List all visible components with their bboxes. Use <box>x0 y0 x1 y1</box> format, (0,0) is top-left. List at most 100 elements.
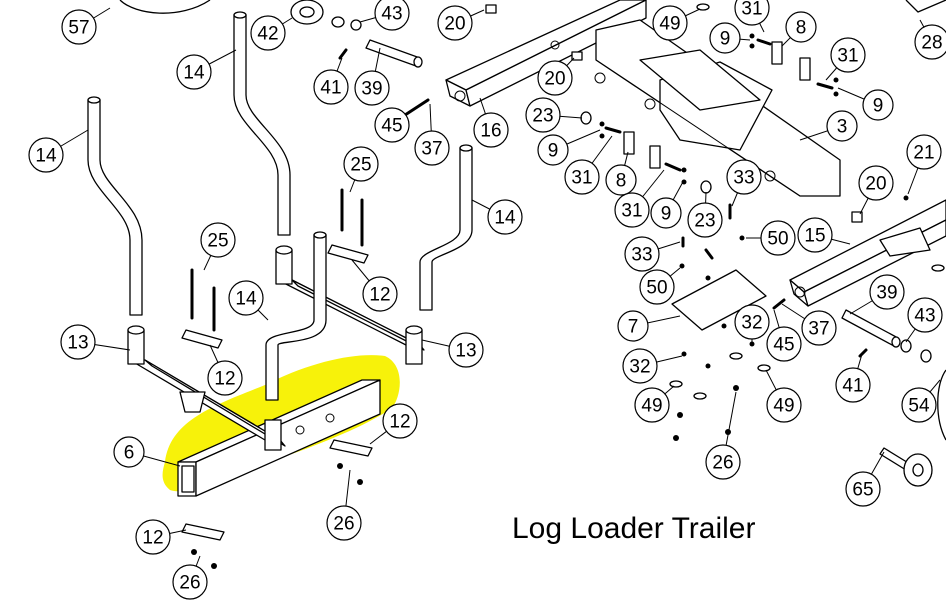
callout-label: 9 <box>720 29 731 50</box>
callout-circle <box>797 217 833 253</box>
callout-label: 65 <box>852 480 873 501</box>
callout-circle <box>326 505 362 541</box>
callout-label: 42 <box>257 24 278 45</box>
callout-label: 49 <box>641 396 662 417</box>
callout-circle <box>382 403 418 439</box>
callout-49: 49 <box>766 387 802 423</box>
callout-circle <box>652 5 688 41</box>
callout-label: 12 <box>369 285 390 306</box>
callout-circle <box>113 436 145 468</box>
callout-circle <box>906 134 942 170</box>
callout-label: 37 <box>808 319 829 340</box>
callout-label: 49 <box>659 14 680 35</box>
callout-43: 43 <box>907 297 943 333</box>
callout-41: 41 <box>313 69 349 105</box>
callout-circle <box>437 5 473 41</box>
callout-circle <box>487 199 523 235</box>
callout-circle <box>564 159 600 195</box>
callout-57: 57 <box>61 9 97 45</box>
callout-circle <box>845 471 881 507</box>
callout-label: 49 <box>773 396 794 417</box>
callout-circle <box>709 22 741 54</box>
stake-14-c <box>419 144 473 311</box>
callout-20: 20 <box>537 60 573 96</box>
callout-label: 25 <box>207 231 228 252</box>
callout-circle <box>726 159 762 195</box>
callout-45: 45 <box>766 326 802 362</box>
bolts-9-31 <box>599 33 839 185</box>
callout-label: 31 <box>837 46 858 67</box>
callout-31: 31 <box>614 192 650 228</box>
callout-circle <box>907 297 943 333</box>
callout-28: 28 <box>914 24 946 60</box>
callout-circle <box>250 15 286 51</box>
callout-9: 9 <box>862 89 894 121</box>
part-28 <box>905 0 946 13</box>
callout-circle <box>830 37 866 73</box>
wheel-57 <box>119 0 211 14</box>
plate-12-a <box>181 329 223 349</box>
plate-12-b <box>327 244 369 264</box>
pin-41-b <box>858 348 868 358</box>
hub-42 <box>290 0 362 31</box>
frame-13-right <box>275 245 425 365</box>
callout-25: 25 <box>200 222 236 258</box>
plate-12-d <box>181 523 225 541</box>
callout-31: 31 <box>830 37 866 73</box>
callout-label: 54 <box>908 396 930 417</box>
callout-circle <box>537 60 573 96</box>
callout-label: 13 <box>67 333 88 354</box>
callout-circle <box>826 110 858 142</box>
axle-pin-39-b <box>841 309 932 363</box>
callout-circle <box>448 332 484 368</box>
callout-14: 14 <box>28 137 64 173</box>
callout-label: 12 <box>389 412 410 433</box>
callout-circle <box>734 304 770 340</box>
callout-circle <box>639 269 675 305</box>
callout-label: 31 <box>621 201 642 222</box>
callout-label: 14 <box>183 63 205 84</box>
callout-circle <box>313 69 349 105</box>
callout-label: 50 <box>646 278 667 299</box>
axle-pin-39-a <box>365 39 423 68</box>
spacer-8-d <box>649 145 661 169</box>
callout-circle <box>354 70 390 106</box>
callout-circle <box>624 236 660 272</box>
callout-14: 14 <box>487 199 523 235</box>
callout-circle <box>617 310 649 342</box>
callout-label: 41 <box>320 78 341 99</box>
callout-43: 43 <box>374 0 410 31</box>
callout-label: 23 <box>532 106 553 127</box>
callout-label: 6 <box>124 443 135 464</box>
callout-13: 13 <box>60 324 96 360</box>
callout-label: 45 <box>381 116 402 137</box>
callout-label: 50 <box>767 229 788 250</box>
callout-label: 43 <box>381 4 402 25</box>
callout-label: 31 <box>741 0 762 20</box>
callout-circle <box>176 54 212 90</box>
beam-15 <box>789 199 946 307</box>
callout-label: 39 <box>361 79 382 100</box>
callout-9: 9 <box>650 197 682 229</box>
callout-42: 42 <box>250 15 286 51</box>
callout-circle <box>801 310 837 346</box>
plate-7 <box>671 269 767 331</box>
wheel-54 <box>937 369 946 441</box>
callout-32: 32 <box>622 348 658 384</box>
callout-label: 14 <box>35 146 57 167</box>
callout-32: 32 <box>734 304 770 340</box>
callout-41: 41 <box>835 367 871 403</box>
frame-3 <box>594 19 841 197</box>
callout-circle <box>362 276 398 312</box>
callout-label: 21 <box>913 143 934 164</box>
callout-26: 26 <box>326 505 362 541</box>
callout-12: 12 <box>382 403 418 439</box>
callout-21: 21 <box>906 134 942 170</box>
callout-20: 20 <box>437 5 473 41</box>
callout-14: 14 <box>176 54 212 90</box>
callout-26: 26 <box>705 444 741 480</box>
stake-14-b <box>233 11 291 236</box>
callout-label: 45 <box>773 335 794 356</box>
callout-31: 31 <box>564 159 600 195</box>
